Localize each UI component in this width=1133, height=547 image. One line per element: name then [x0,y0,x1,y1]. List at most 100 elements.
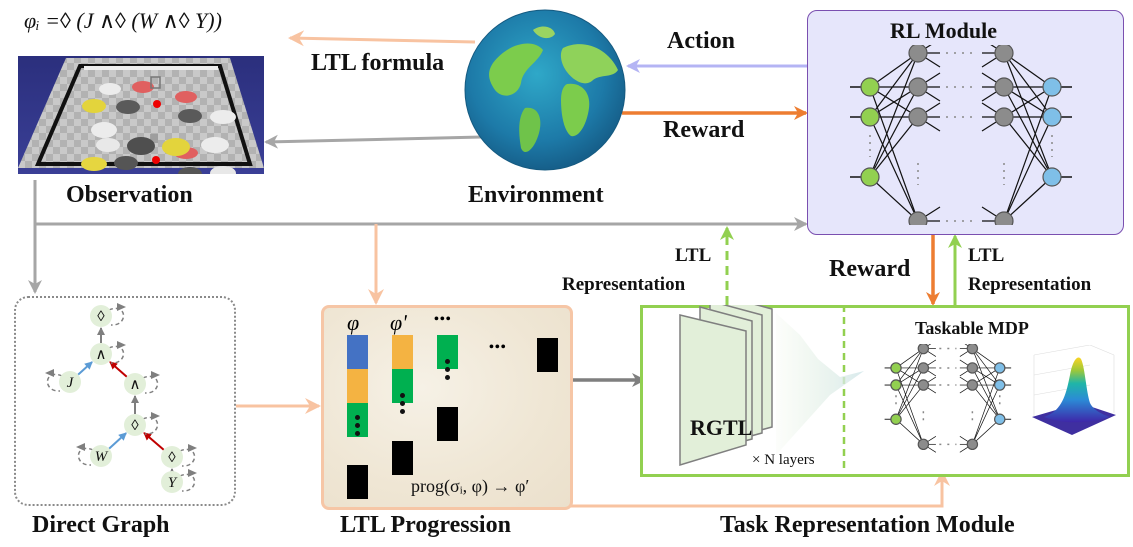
self-loop [46,373,63,392]
ltl-formula-arrow [288,30,476,47]
ellipsis-dot [400,409,405,414]
ltl-rep-right-line1: LTL [968,245,1005,266]
observation-label: Observation [66,182,193,208]
observation-arrow [264,134,483,149]
ltl-progression-label: LTL Progression [340,512,511,538]
graph-edge [108,432,127,450]
ellipsis-dot [445,367,450,372]
formula-token [347,403,368,437]
graph-node-label: ◊ [168,450,176,466]
zone-white [210,166,236,174]
nn-edge [869,86,919,222]
task-representation-content [679,305,864,471]
self-loop [179,473,196,492]
nn-edge [869,176,919,222]
nn-edge [1003,52,1053,88]
nn-edge [895,384,924,420]
nn-neuron [917,379,930,391]
graph-node-label: W [95,449,109,465]
self-loop [142,375,159,394]
nn-neuron [908,211,928,225]
graph-node-J [59,371,81,393]
progression-formula: prog(σᵢ, φ) → φ′ [411,476,530,496]
nn-neuron [908,77,928,97]
direct-graph-label: Direct Graph [32,512,170,538]
rl-neural-network [850,45,1072,225]
observation-floor [82,76,236,156]
formula-token [437,335,458,369]
nn-neuron [994,211,1014,225]
nn-edge [972,367,1001,445]
gaussian-surface-plot [1032,345,1116,435]
nn-neuron [860,77,880,97]
nn-edge [895,348,924,420]
nn-neuron [994,77,1014,97]
nn-neuron [1042,167,1062,187]
end-token [347,465,368,499]
graph-node-and1 [90,343,112,365]
ellipsis-top: ••• [434,312,452,327]
nn-neuron [966,362,979,374]
nn-neuron [890,362,902,374]
mdp-neural-network [884,344,1012,453]
reward-label-mid: Reward [829,256,911,282]
self-loop [108,307,125,326]
graph-node-ev3 [161,446,183,468]
nn-edge [869,116,919,178]
phi-prime-label: φʹ [390,310,407,335]
nn-neuron [908,45,928,63]
nn-neuron [860,107,880,127]
nn-edge [972,367,1001,420]
ellipsis-dot [355,423,360,428]
nn-neuron [994,45,1014,63]
ellipsis-dot [400,401,405,406]
taskable-mdp-title: Taskable MDP [915,318,1029,338]
nn-edge [869,52,919,88]
reward-label-top: Reward [663,117,745,143]
nn-edge [895,384,924,445]
ellipsis-dot [355,415,360,420]
nn-edge [895,367,924,420]
nn-neuron [994,413,1006,425]
zone-yellow [81,157,107,171]
graph-node-W [90,445,112,467]
end-token [392,441,413,475]
agent [152,156,160,164]
nn-edge [1003,176,1053,222]
nn-neuron [890,413,902,425]
nn-edge [972,418,1000,445]
graph-node-label: Y [168,475,178,491]
end-token [537,338,558,372]
nn-edge [869,116,919,222]
nn-neuron [1042,77,1062,97]
flow-arrow [776,313,864,455]
phi-label: φ [347,310,360,335]
ellipsis-mid: ••• [489,340,507,355]
graph-node-label: ◊ [97,309,105,325]
graph-node-label: ∧ [96,347,107,363]
graph-edge [143,432,165,451]
action-label: Action [667,28,735,54]
nn-edge [972,348,1001,420]
rl-module-title: RL Module [890,18,997,43]
ellipsis-dot [445,359,450,364]
nn-neuron [966,344,979,355]
graph-node-label: ∧ [130,377,141,393]
graph-node-and2 [124,373,146,395]
ltl-formula-text: φᵢ =◊ (J ∧◊ (W ∧◊ Y)) [24,8,222,33]
nn-neuron [994,107,1014,127]
task-representation-label: Task Representation Module [720,512,1015,538]
nn-edge [972,384,1001,420]
nn-edge [1003,116,1053,222]
ltl-rep-left-line1: LTL [675,245,712,266]
formula-token [347,369,368,403]
self-loop [108,345,125,364]
rl-module-box [807,10,1124,235]
nn-edge [895,348,924,386]
self-loop [142,416,159,435]
nn-neuron [860,167,880,187]
graph-node-label: J [67,375,75,391]
self-loop [77,447,94,466]
nn-neuron [917,362,930,374]
self-loop [179,448,196,467]
